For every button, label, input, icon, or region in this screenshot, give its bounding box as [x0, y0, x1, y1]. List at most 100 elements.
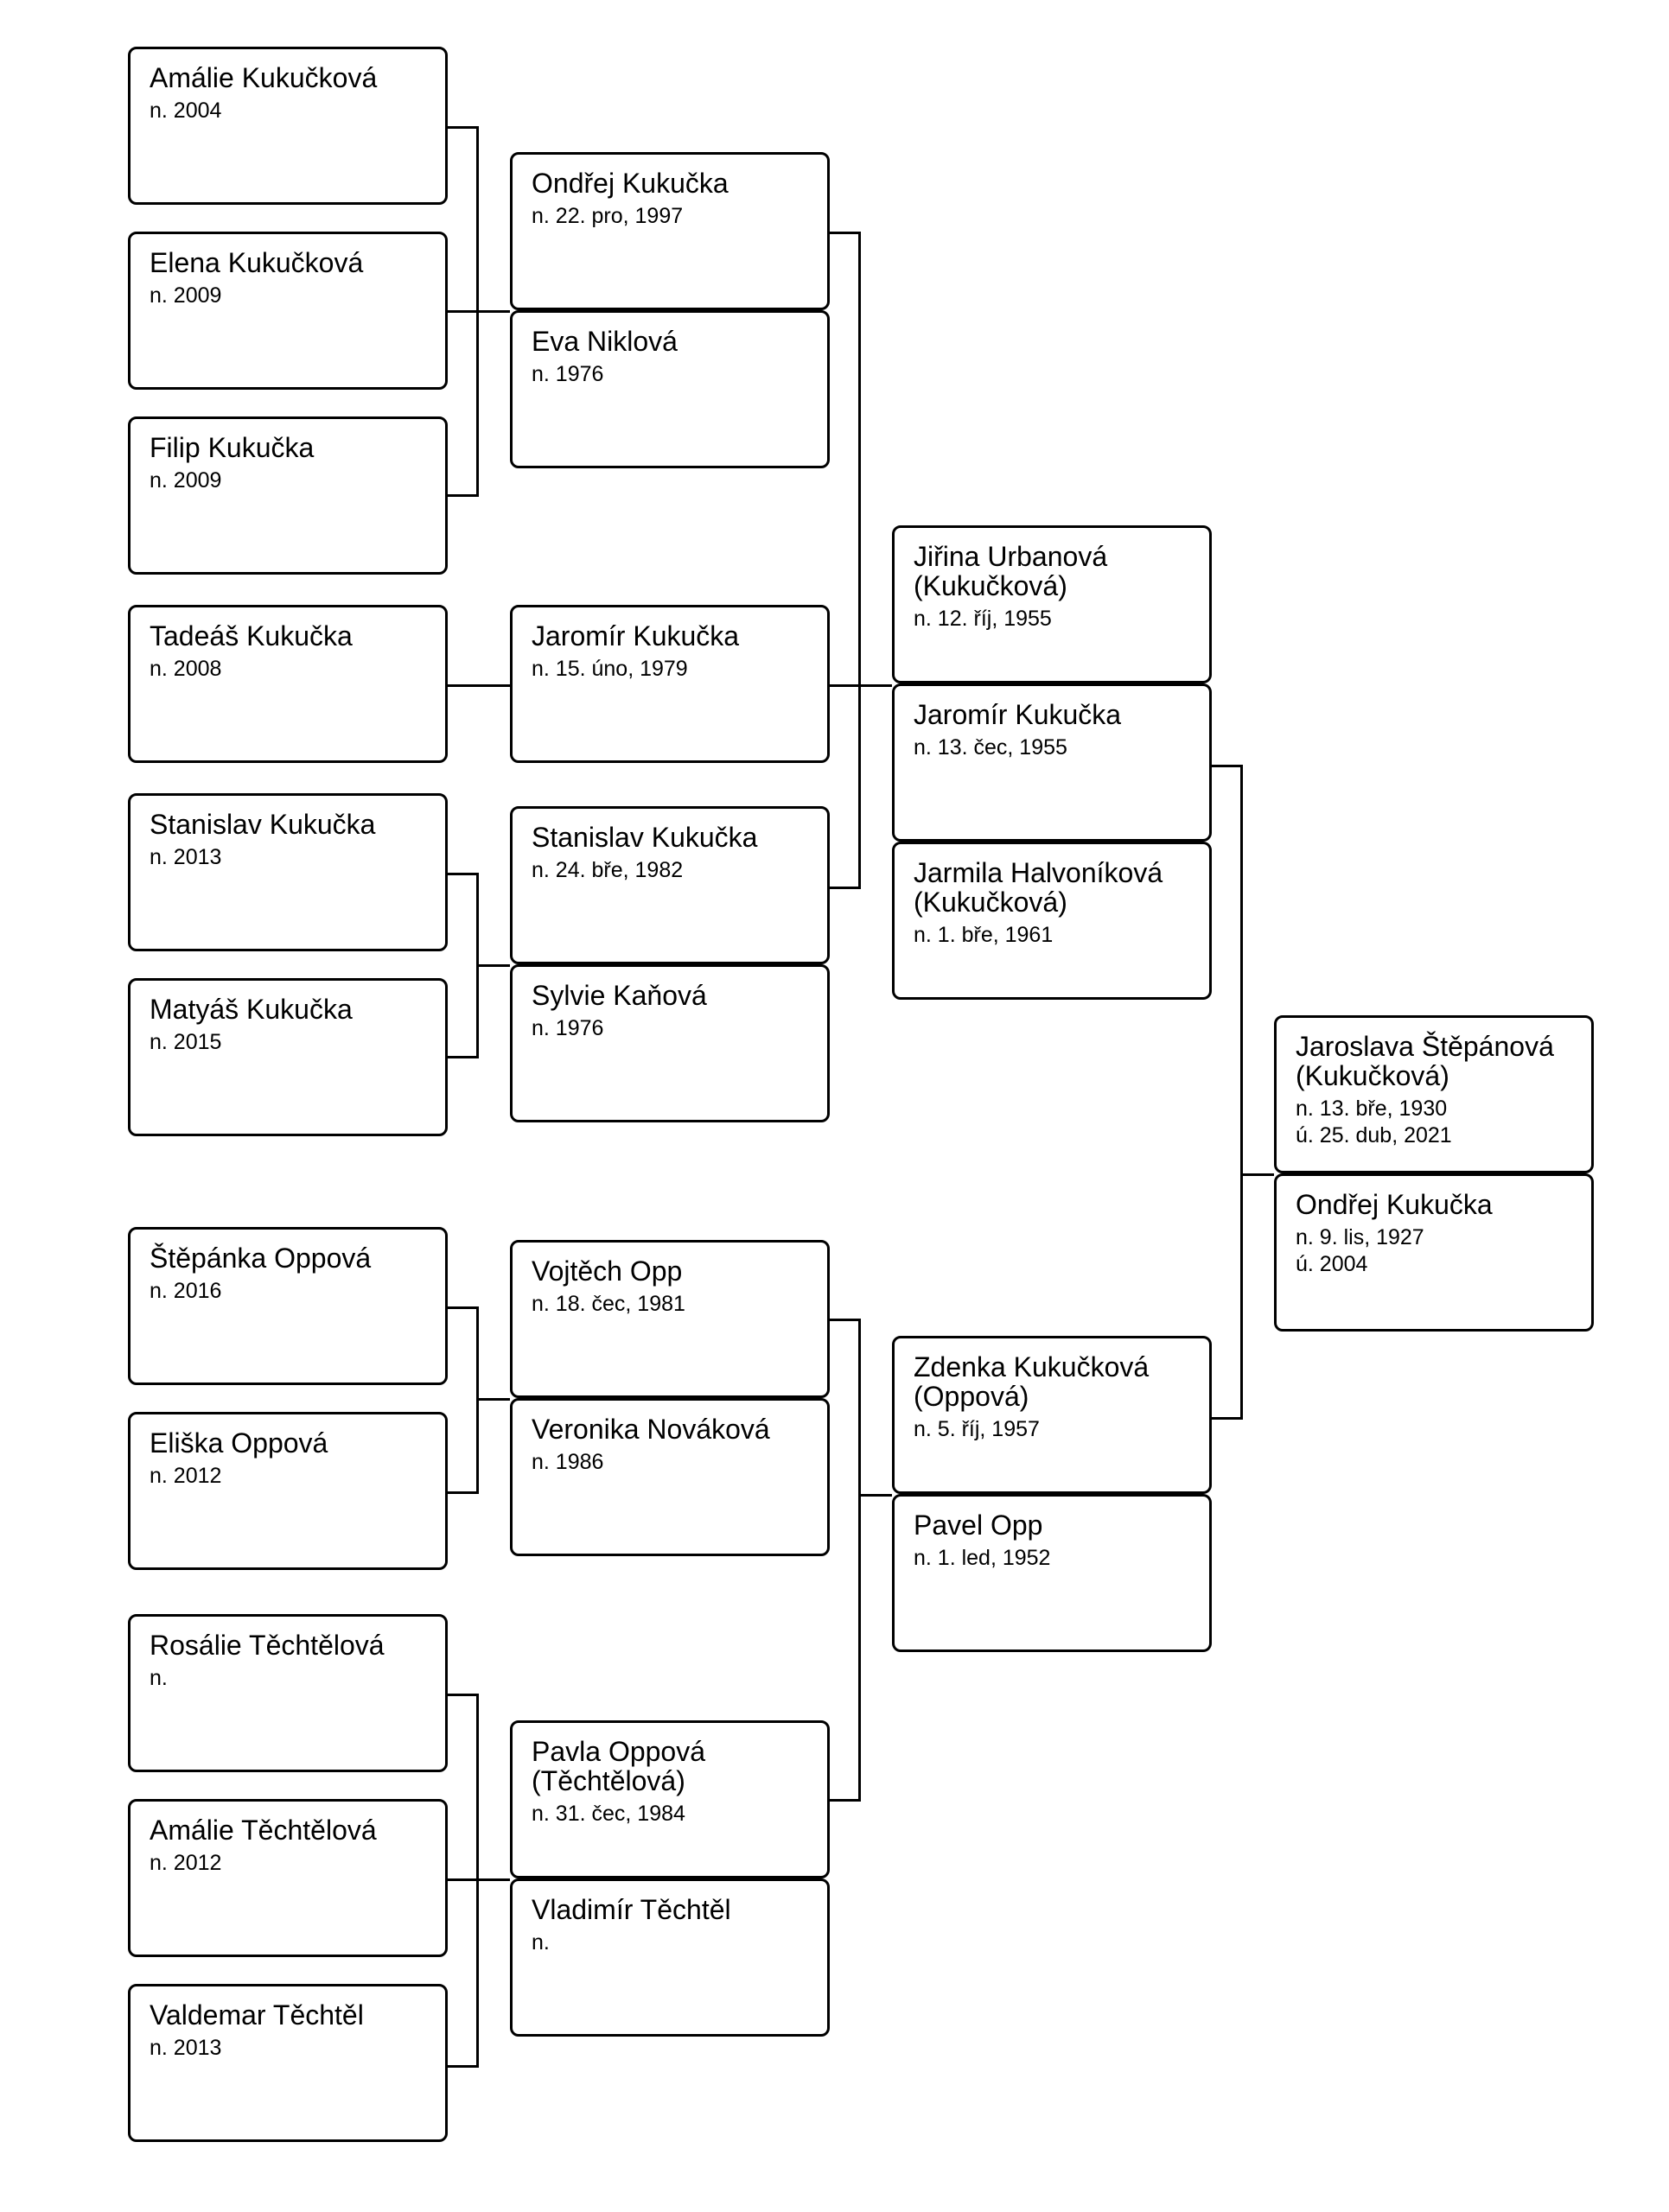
person-name: Stanislav Kukučka — [150, 809, 376, 840]
connector-line — [448, 684, 510, 687]
person-dates: n. 1976 — [532, 1016, 604, 1040]
person-name: Vojtěch Opp — [532, 1255, 683, 1287]
connector-line — [448, 1491, 477, 1494]
connector-line — [448, 1694, 477, 1696]
connector-line — [830, 232, 859, 234]
person-name: Stanislav Kukučka — [532, 822, 758, 853]
person-card: Jaroslava Štěpánová(Kukučková)n. 13. bře… — [1274, 1015, 1594, 1173]
person-name: Ondřej Kukučka — [1296, 1189, 1493, 1220]
person-dates: n. 5. říj, 1957 — [914, 1417, 1040, 1441]
person-name: (Oppová) — [914, 1381, 1029, 1412]
person-dates: n. 2009 — [150, 468, 222, 493]
person-dates: n. — [532, 1930, 550, 1955]
person-card: Tadeáš Kukučka n. 2008 — [128, 605, 448, 763]
connector-line — [448, 1056, 477, 1058]
person-dates: n. 1986 — [532, 1450, 604, 1474]
person-name: Eva Niklová — [532, 326, 678, 357]
connector-line — [448, 494, 477, 497]
person-name: (Kukučková) — [914, 570, 1067, 601]
person-name: Valdemar Těchtěl — [150, 1999, 364, 2031]
person-name: Elena Kukučková — [150, 247, 364, 278]
connector-line — [448, 1878, 510, 1881]
person-dates: n. 12. říj, 1955 — [914, 607, 1052, 631]
person-card: Eva Niklová n. 1976 — [510, 310, 830, 468]
person-card: Ondřej Kukučka n. 9. lis, 1927 ú. 2004 — [1274, 1173, 1594, 1332]
person-name: (Kukučková) — [1296, 1060, 1449, 1091]
person-card: Stanislav Kukučka n. 2013 — [128, 793, 448, 951]
person-card: Matyáš Kukučka n. 2015 — [128, 978, 448, 1136]
connector-line — [476, 126, 479, 497]
person-name: Ondřej Kukučka — [532, 168, 729, 199]
person-dates: n. 1976 — [532, 362, 604, 386]
person-dates: n. 2008 — [150, 657, 222, 681]
person-dates: n. 2015 — [150, 1030, 222, 1054]
person-dates: n. 2012 — [150, 1464, 222, 1488]
connector-line — [830, 1319, 859, 1321]
connector-line — [476, 1398, 510, 1401]
person-dates: n. 24. bře, 1982 — [532, 858, 684, 882]
connector-line — [1240, 765, 1243, 1420]
person-dates: n. 2013 — [150, 845, 222, 869]
person-dates: n. 2013 — [150, 2036, 222, 2060]
person-card: Jiřina Urbanová(Kukučková) n. 12. říj, 19… — [892, 525, 1212, 683]
person-name: Jarmila Halvoníková — [914, 857, 1163, 888]
person-card: Elena Kukučková n. 2009 — [128, 232, 448, 390]
person-dates: n. 2009 — [150, 283, 222, 308]
connector-line — [1212, 765, 1241, 767]
person-card: Pavla Oppová(Těchtělová) n. 31. čec, 1984 — [510, 1720, 830, 1878]
person-card: Rosálie Těchtělová n. — [128, 1614, 448, 1772]
connector-line — [476, 964, 510, 967]
person-dates: n. 13. bře, 1930 — [1296, 1096, 1448, 1121]
connector-line — [448, 1306, 477, 1309]
person-name: Štěpánka Oppová — [150, 1243, 372, 1274]
person-name: Jaromír Kukučka — [532, 620, 740, 652]
connector-line — [448, 310, 510, 313]
connector-line — [858, 1494, 892, 1497]
person-dates: n. — [150, 1666, 168, 1690]
connector-line — [1240, 1173, 1274, 1176]
person-name: Jaromír Kukučka — [914, 699, 1122, 730]
person-dates: n. 1. led, 1952 — [914, 1546, 1051, 1570]
person-name: Jiřina Urbanová — [914, 541, 1108, 572]
person-name: Eliška Oppová — [150, 1427, 328, 1459]
person-dates: n. 2016 — [150, 1279, 222, 1303]
person-card: Amálie Těchtělová n. 2012 — [128, 1799, 448, 1957]
connector-line — [476, 1306, 479, 1494]
person-dates: n. 15. úno, 1979 — [532, 657, 688, 681]
person-name: Sylvie Kaňová — [532, 980, 707, 1011]
person-name: Filip Kukučka — [150, 432, 315, 463]
person-dates: n. 2012 — [150, 1851, 222, 1875]
person-card: Valdemar Těchtěl n. 2013 — [128, 1984, 448, 2142]
connector-line — [830, 1799, 859, 1802]
person-card: Filip Kukučka n. 2009 — [128, 416, 448, 575]
person-name: Tadeáš Kukučka — [150, 620, 353, 652]
person-card: Eliška Oppová n. 2012 — [128, 1412, 448, 1570]
person-name: Amálie Těchtělová — [150, 1815, 377, 1846]
connector-line — [830, 887, 859, 889]
connector-line — [858, 232, 861, 889]
person-dates: ú. 2004 — [1296, 1252, 1368, 1276]
person-card: Štěpánka Oppová n. 2016 — [128, 1227, 448, 1385]
person-name: Vladimír Těchtěl — [532, 1894, 731, 1925]
connector-line — [448, 126, 477, 129]
person-name: Zdenka Kukučková — [914, 1351, 1150, 1382]
person-card: Vladimír Těchtěl n. — [510, 1878, 830, 2037]
person-name: Rosálie Těchtělová — [150, 1630, 385, 1661]
person-dates: n. 31. čec, 1984 — [532, 1802, 685, 1826]
person-card: Jarmila Halvoníková(Kukučková)n. 1. bře,… — [892, 842, 1212, 1000]
connector-line — [858, 1319, 861, 1802]
person-name: (Těchtělová) — [532, 1765, 685, 1796]
person-dates: n. 9. lis, 1927 — [1296, 1225, 1424, 1249]
person-name: Matyáš Kukučka — [150, 994, 353, 1025]
person-name: (Kukučková) — [914, 887, 1067, 918]
person-card: Zdenka Kukučková(Oppová) n. 5. říj, 1957 — [892, 1336, 1212, 1494]
person-dates: n. 18. čec, 1981 — [532, 1292, 685, 1316]
person-card: Jaromír Kukučka n. 15. úno, 1979 — [510, 605, 830, 763]
person-name: Pavla Oppová — [532, 1736, 706, 1767]
